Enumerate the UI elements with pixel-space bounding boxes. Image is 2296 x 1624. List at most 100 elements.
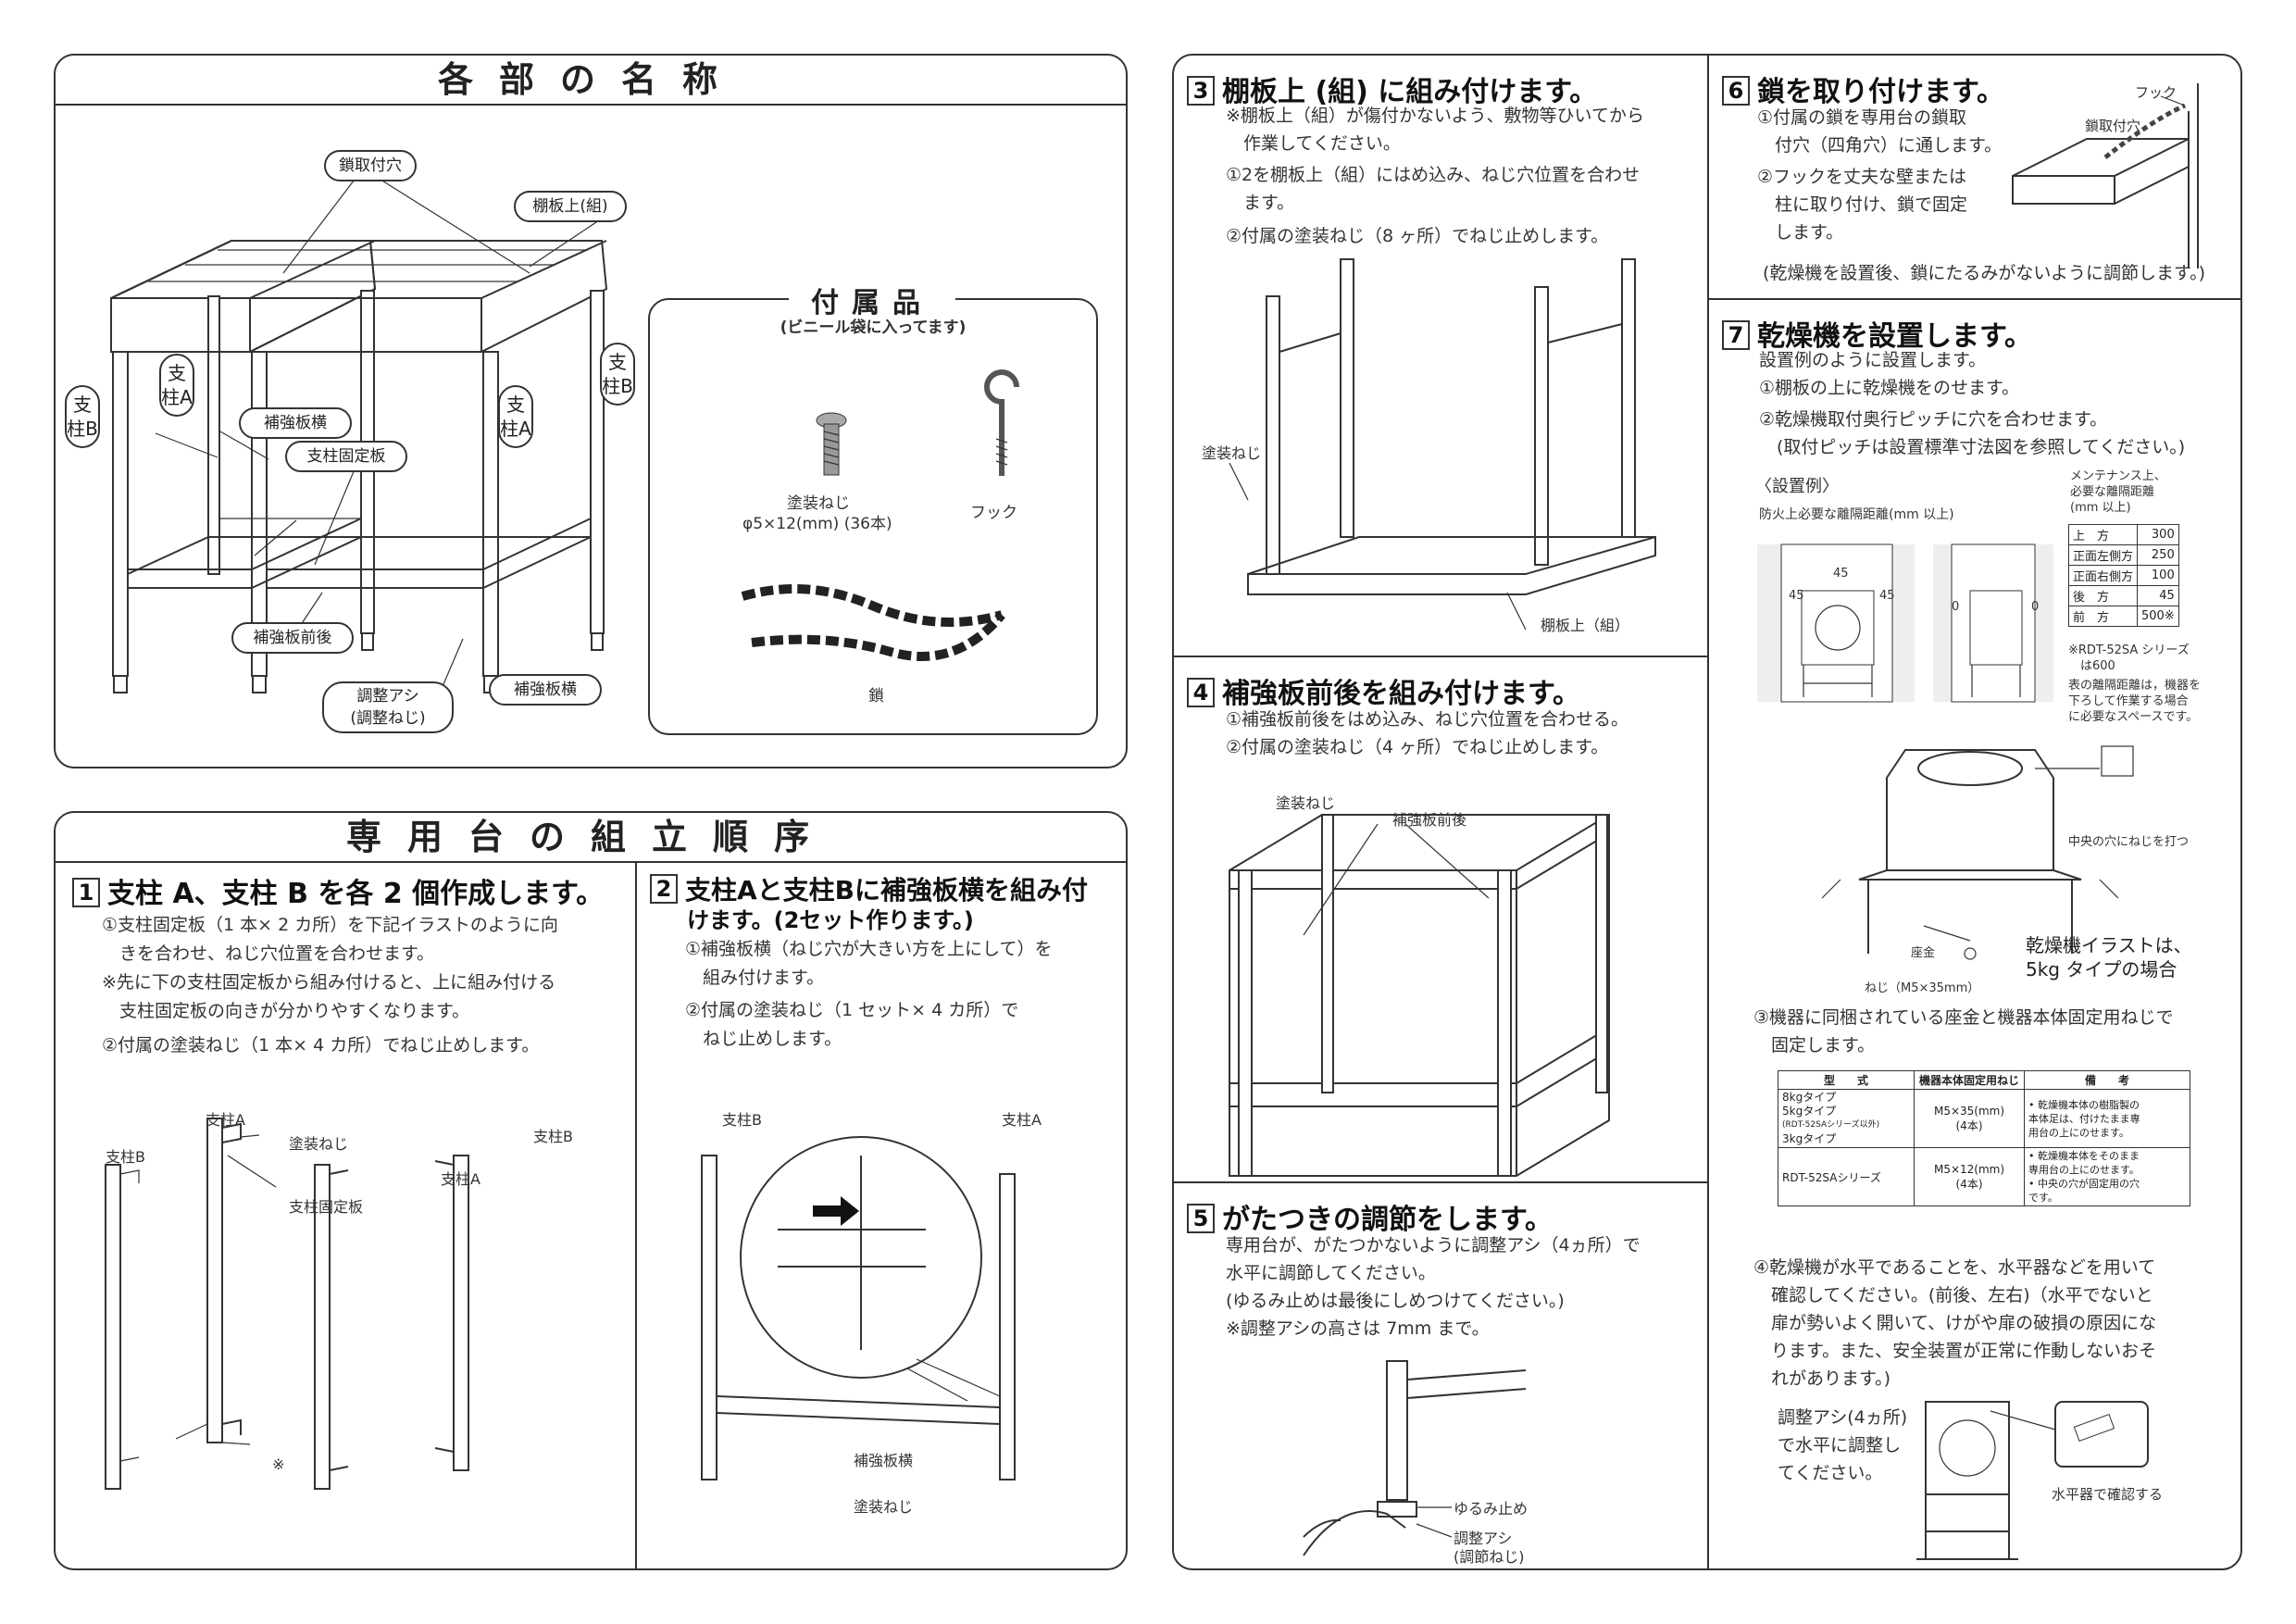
step6-line-5: します。 <box>1757 222 1844 243</box>
step5-label-foot: 調整アシ <box>1454 1530 1513 1547</box>
step5-label-foot-sub: (調節ねじ) <box>1454 1548 1525 1566</box>
example-maint-2: 必要な離隔距離 <box>2070 485 2155 499</box>
step4-label-screw: 塗装ねじ <box>1276 794 1336 812</box>
step7-line-4-1: ④乾燥機が水平であることを、水平器などを用いて <box>1753 1257 2156 1278</box>
step3-label-shelf: 棚板上（組） <box>1541 617 1630 634</box>
install-label-center: 中央の穴にねじを打つ <box>2068 835 2190 849</box>
screw-label: 塗装ねじ <box>787 494 850 513</box>
step2-label-pillar-b: 支柱B <box>722 1111 762 1129</box>
step6-line-3: ②フックを丈夫な壁または <box>1757 167 1967 187</box>
example-diagram <box>1757 543 2053 703</box>
parts-title: 各部の名称 <box>56 56 1126 106</box>
step4-bottom <box>1174 1181 1707 1183</box>
step7-line-3a: ③機器に同梱されている座金と機器本体固定用ねじで <box>1753 1007 2174 1028</box>
step6-line-2: 付穴（四角穴）に通します。 <box>1757 135 2003 156</box>
example-note-3: 表の離隔距離は，機器を <box>2068 679 2202 693</box>
step6-bottom <box>1709 298 2242 300</box>
step5-line-4: ※調整アシの高さは 7mm まで。 <box>1226 1318 1490 1339</box>
step4-line-2: ②付属の塗装ねじ（4 ヶ所）でねじ止めします。 <box>1226 737 1609 757</box>
label-brace-side: 補強板横 <box>239 407 352 439</box>
step1-label-pillar-b-2: 支柱B <box>533 1128 573 1145</box>
label-pillar-b-left: 支柱B <box>65 385 100 448</box>
accessories-title: 付属品 <box>789 280 955 320</box>
install-label-screw: ねじ（M5×35mm） <box>1865 981 1980 995</box>
label-brace-side-2: 補強板横 <box>489 674 602 706</box>
example-fire: 防火上必要な離隔距離(mm 以上) <box>1759 507 1954 522</box>
screw-spec: φ5×12(mm) (36本) <box>742 515 892 533</box>
install-label-washer: 座金 <box>1911 946 1936 960</box>
adjust-line-1: 調整アシ(4ヵ所) <box>1778 1407 1908 1428</box>
step6-illustration <box>2012 83 2199 269</box>
label-pillar-b-right: 支柱B <box>600 343 635 406</box>
label-pillar-a-left: 支柱A <box>159 354 194 417</box>
step2-label-brace: 補強板横 <box>854 1452 914 1469</box>
step1-label-pillar-a-2: 支柱A <box>441 1170 480 1188</box>
example-title: 〈設置例〉 <box>1755 477 1839 496</box>
step6-line-1: ①付属の鎖を専用台の鎖取 <box>1757 107 1967 128</box>
example-d45-a: 45 <box>1789 589 1804 603</box>
screw-table-row: RDT-52SAシリーズ M5×12(mm) (4本) • 乾燥機本体をそのまま… <box>1778 1147 2190 1206</box>
step3-illustration <box>1229 258 1656 631</box>
adjust-line-3: てください。 <box>1778 1463 1883 1483</box>
step1-line-3: ※先に下の支柱固定板から組み付けると、上に組み付ける <box>102 972 556 993</box>
step2-line-4: ねじ止めします。 <box>685 1029 842 1049</box>
label-chain-hole: 鎖取付穴 <box>324 150 417 181</box>
hook-label: フック <box>970 504 1017 522</box>
step4-illustration <box>1229 814 1610 1177</box>
step3-line-3: ①2を棚板上（組）にはめ込み、ねじ穴位置を合わせ <box>1226 165 1641 185</box>
example-d0-b: 0 <box>2031 600 2040 614</box>
accessories-box: 付属品 (ビニール袋に入ってます) 塗装ねじ φ5×12(mm) (36本) フ… <box>648 280 1098 735</box>
parts-panel: 各部の名称 <box>54 54 1128 768</box>
step7-line-4-2: 確認してください。(前後、左右)（水平でないと <box>1753 1285 2153 1305</box>
example-note-1: ※RDT-52SA シリーズ <box>2068 643 2190 657</box>
step1-label-screw: 塗装ねじ <box>289 1135 349 1153</box>
adjust-line-2: で水平に調整し <box>1778 1435 1902 1455</box>
step7-line-4-5: れがあります。) <box>1753 1368 1891 1389</box>
step1-label-pillar-b: 支柱B <box>106 1148 145 1166</box>
step2-label-pillar-a: 支柱A <box>1002 1111 1042 1129</box>
step3-line-2: 作業してください。 <box>1226 133 1401 154</box>
step4-line-1: ①補強板前後をはめ込み、ねじ穴位置を合わせる。 <box>1226 709 1629 730</box>
step5-illustration <box>1303 1360 1527 1556</box>
step6-line-4: 柱に取り付け、鎖で固定 <box>1757 194 1968 215</box>
step2-line-3: ②付属の塗装ねじ（1 セット× 4 カ所）で <box>685 1000 1019 1020</box>
step3-line-4: ます。 <box>1226 193 1295 213</box>
step3-bottom <box>1174 656 1707 657</box>
step2-heading-2: けます。(2セット作ります。) <box>687 907 974 933</box>
example-d45-c: 45 <box>1833 567 1849 581</box>
step3-line-5: ②付属の塗装ねじ（8 ヶ所）でねじ止めします。 <box>1226 226 1609 246</box>
step3-line-1: ※棚板上（組）が傷付かないよう、敷物等ひいてから <box>1226 106 1644 126</box>
example-note-4: 下ろして作業する場合 <box>2068 694 2189 708</box>
step6-note: (乾燥機を設置後、鎖にたるみがないように調節します。) <box>1763 263 2206 283</box>
chain-label: 鎖 <box>868 687 884 706</box>
level-illustration <box>1916 1401 2149 1560</box>
step5-line-2: 水平に調節してください。 <box>1226 1263 1436 1283</box>
step7-line-2: ①棚板の上に乾燥機をのせます。 <box>1759 378 2020 398</box>
label-pillar-plate: 支柱固定板 <box>285 441 407 472</box>
example-maint-3: (mm 以上) <box>2070 501 2131 515</box>
step1-mark: ※ <box>272 1455 285 1473</box>
label-shelf-top: 棚板上(組) <box>514 191 627 222</box>
step7-line-3b: 固定します。 <box>1753 1035 1876 1056</box>
install-caption: 乾燥機イラストは、 5kg タイプの場合 <box>2026 934 2192 981</box>
step7-line-4: (取付ピッチは設置標準寸法図を参照してください。) <box>1759 437 2186 457</box>
step1-illustration <box>105 1118 469 1490</box>
step3-label-screw: 塗装ねじ <box>1202 444 1262 462</box>
step6-label-hook: フック <box>2135 84 2177 101</box>
step7-line-4-3: 扉が勢いよく開いて、けがや扉の破損の原因にな <box>1753 1313 2157 1333</box>
step2-line-1: ①補強板横（ねじ穴が大きい方を上にして）を <box>685 939 1053 959</box>
screw-icon <box>816 412 847 476</box>
assembly-title: 専用台の組立順序 <box>56 813 1126 863</box>
screw-table-header: 型 式 機器本体固定用ねじ 備 考 <box>1778 1070 2190 1090</box>
